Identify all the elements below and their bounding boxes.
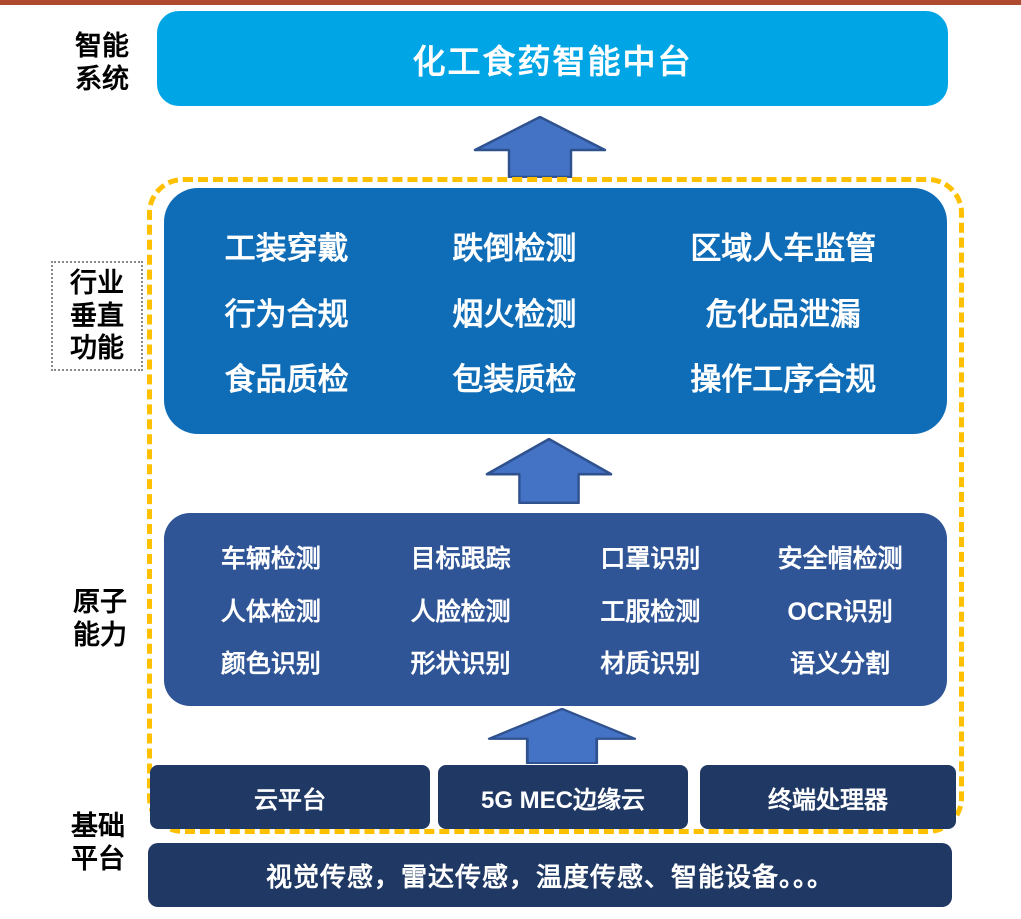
atomic-capability-box: 车辆检测 目标跟踪 口罩识别 安全帽检测 人体检测 人脸检测 工服检测 OCR识… <box>164 513 947 706</box>
atomic-capability-item: 车辆检测 <box>220 545 321 574</box>
infrastructure-box-5g-mec-edge-cloud: 5G MEC边缘云 <box>438 765 688 829</box>
up-arrow-icon <box>485 438 613 504</box>
infrastructure-box-label: 5G MEC边缘云 <box>480 786 645 814</box>
atomic-capability-item: 口罩识别 <box>600 545 701 574</box>
layer-label-vertical-functions-text: 行业 垂直 功能 <box>70 267 124 364</box>
atomic-capability-item: 人体检测 <box>220 597 321 626</box>
infrastructure-box-terminal-processor: 终端处理器 <box>700 765 956 829</box>
atomic-capability-item: 材质识别 <box>600 649 701 678</box>
up-arrow-icon <box>473 116 607 178</box>
atomic-capability-item: 形状识别 <box>410 649 511 678</box>
infrastructure-box-label: 云平台 <box>254 786 326 814</box>
middle-platform-box: 化工食药智能中台 <box>157 11 948 106</box>
atomic-capability-item: 颜色识别 <box>220 649 321 678</box>
vertical-function-item: 危化品泄漏 <box>705 296 861 332</box>
atomic-capability-item: 安全帽检测 <box>777 545 903 574</box>
sensor-devices-bar: 视觉传感，雷达传感，温度传感、智能设备。。。 <box>148 843 952 907</box>
atomic-capability-item: 目标跟踪 <box>410 545 511 574</box>
atomic-capability-item: OCR识别 <box>787 597 893 626</box>
vertical-function-item: 行为合规 <box>224 296 349 332</box>
atomic-capability-item: 语义分割 <box>790 649 891 678</box>
layer-label-vertical-functions: 行业 垂直 功能 <box>51 261 143 371</box>
up-arrow-icon <box>487 708 637 764</box>
sensor-devices-text: 视觉传感，雷达传感，温度传感、智能设备。。。 <box>265 861 834 892</box>
capability-dashed-frame <box>147 177 964 834</box>
vertical-function-item: 包装质检 <box>452 362 577 398</box>
vertical-functions-box: 工装穿戴 跌倒检测 区域人车监管 行为合规 烟火检测 危化品泄漏 食品质检 包装… <box>164 188 947 434</box>
layer-label-atomic-capability: 原子 能力 <box>73 587 127 650</box>
layer-label-intelligent-system: 智能 系统 <box>75 31 129 94</box>
infrastructure-box-cloud-platform: 云平台 <box>150 765 430 829</box>
layer-label-base-platform: 基础 平台 <box>71 811 125 874</box>
vertical-function-item: 食品质检 <box>224 362 349 398</box>
infrastructure-box-label: 终端处理器 <box>768 786 888 814</box>
vertical-function-item: 操作工序合规 <box>690 362 877 398</box>
vertical-function-item: 跌倒检测 <box>452 230 577 266</box>
middle-platform-title: 化工食药智能中台 <box>412 42 693 80</box>
top-accent-bar <box>0 0 1021 5</box>
vertical-function-item: 工装穿戴 <box>224 230 349 266</box>
vertical-function-item: 烟火检测 <box>452 296 577 332</box>
atomic-capability-item: 工服检测 <box>600 597 701 626</box>
vertical-function-item: 区域人车监管 <box>690 230 877 266</box>
atomic-capability-item: 人脸检测 <box>410 597 511 626</box>
